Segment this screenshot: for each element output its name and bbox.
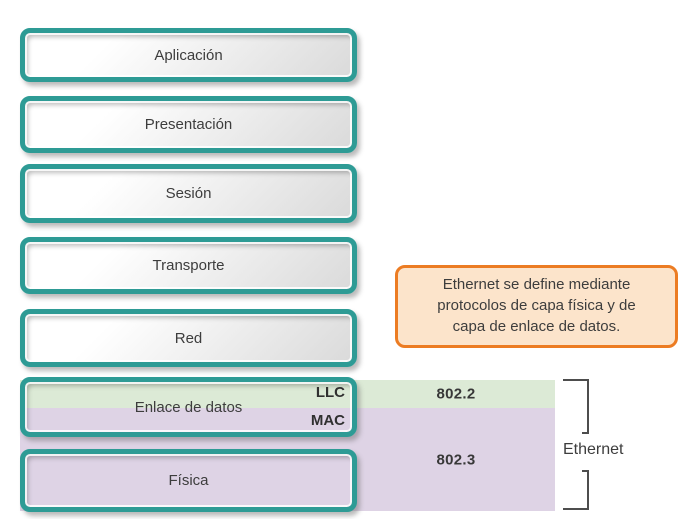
standard-802-2-label: 802.2 — [436, 385, 476, 403]
layer-transporte: Transporte — [20, 237, 357, 294]
layer-presentacion-label: Presentación — [144, 116, 233, 133]
layer-sesion: Sesión — [20, 164, 357, 223]
layer-aplicacion: Aplicación — [20, 28, 357, 82]
layer-enlace-de-datos-label: Enlace de datos — [134, 398, 243, 416]
ethernet-bracket-lower — [563, 470, 589, 510]
ethernet-bracket-upper — [563, 379, 589, 434]
layer-aplicacion-label: Aplicación — [154, 46, 223, 64]
callout-line-1: Ethernet se define mediante — [442, 276, 631, 294]
layer-transporte-label: Transporte — [152, 257, 225, 274]
ethernet-callout-note: Ethernet se define mediante protocolos d… — [395, 265, 678, 348]
layer-enlace-de-datos: Enlace de datos LLC MAC — [20, 377, 357, 437]
layer-fisica: Física — [20, 449, 357, 512]
layer-red-label: Red — [174, 329, 203, 347]
layer-presentacion: Presentación — [20, 96, 357, 153]
layer-fisica-label: Física — [168, 472, 209, 489]
llc-sublabel: LLC — [315, 384, 345, 401]
layer-sesion-label: Sesión — [165, 185, 212, 202]
callout-line-3: capa de enlace de datos. — [452, 317, 621, 335]
mac-sublabel: MAC — [310, 412, 345, 429]
ethernet-bracket-label: Ethernet — [561, 441, 626, 459]
layer-red: Red — [20, 309, 357, 367]
callout-line-2: protocolos de capa física y de — [437, 297, 636, 315]
standard-802-3-label: 802.3 — [436, 451, 476, 468]
